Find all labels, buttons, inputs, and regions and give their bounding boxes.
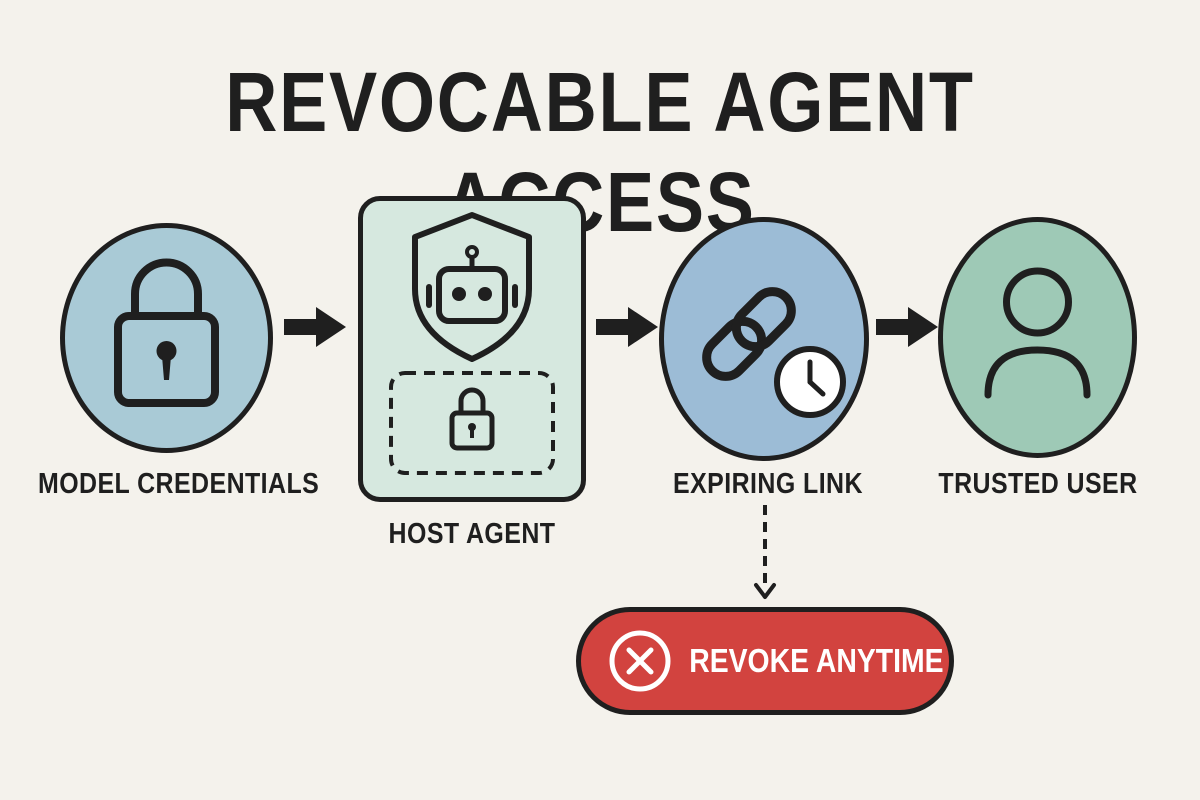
x-circle-icon xyxy=(609,630,671,692)
expiring-link-node xyxy=(659,217,869,461)
arrow-right-icon xyxy=(284,307,346,347)
arrow-right-icon xyxy=(596,307,658,347)
model-credentials-label: MODEL CREDENTIALS xyxy=(38,468,320,500)
trusted-user-node xyxy=(938,217,1137,458)
arrow-right-icon xyxy=(876,307,938,347)
robot-shield-icon xyxy=(389,212,555,475)
link-clock-icon xyxy=(702,287,846,418)
revoke-anytime-button[interactable]: REVOKE ANYTIME xyxy=(576,607,954,715)
padlock-icon xyxy=(114,258,219,407)
diagram-title: REVOCABLE AGENT ACCESS xyxy=(225,55,975,249)
trusted-user-label: TRUSTED USER xyxy=(938,468,1138,500)
host-agent-node xyxy=(358,196,586,502)
revoke-anytime-label: REVOKE ANYTIME xyxy=(689,642,944,679)
host-agent-label: HOST AGENT xyxy=(388,518,556,550)
expiring-link-label: EXPIRING LINK xyxy=(673,468,863,500)
user-icon xyxy=(984,267,1091,399)
model-credentials-node xyxy=(60,223,273,453)
dashed-arrow-down-icon xyxy=(754,505,776,599)
